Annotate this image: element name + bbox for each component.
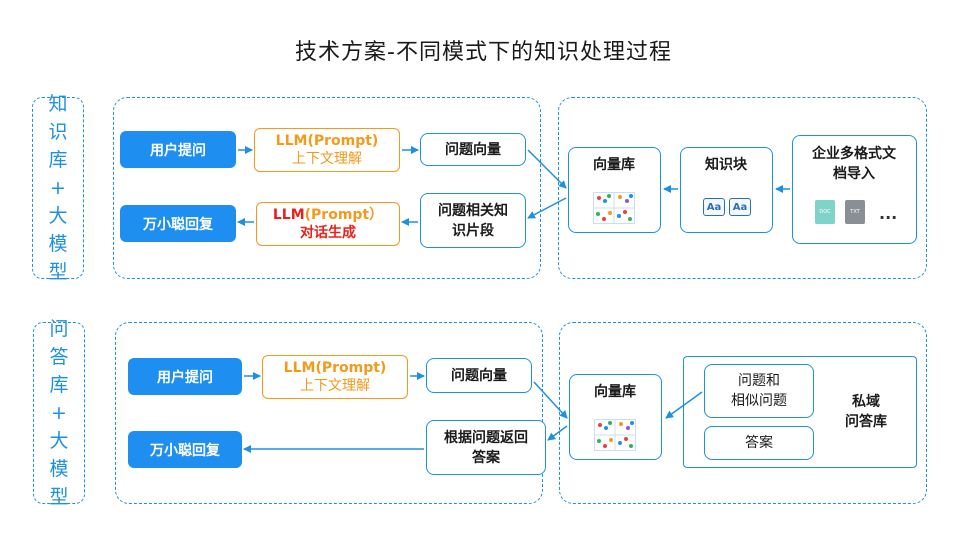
side-char: + (50, 177, 66, 199)
private-qa-line2: 问答库 (845, 414, 887, 430)
side-char: 问 (49, 318, 69, 340)
answers-box: 答案 (704, 426, 814, 460)
llm-prompt-word: (Prompt） (304, 207, 384, 223)
page-title: 技术方案-不同模式下的知识处理过程 (295, 40, 672, 65)
answer-box: 万小聪回复 (120, 205, 236, 242)
side-label-qa-base: 问 答 库 + 大 模 型 (33, 318, 85, 508)
llm-subtitle: 上下文理解 (292, 151, 362, 167)
private-qa-line1: 私域 (852, 394, 880, 410)
knowledge-block-label: 知识块 (705, 157, 747, 173)
llm-context-box: LLM(Prompt) 上下文理解 (262, 355, 408, 399)
private-qa-label: 私域 问答库 (826, 392, 906, 432)
llm-subtitle: 上下文理解 (300, 378, 370, 394)
side-label-knowledge-base: 知 识 库 + 大 模 型 (32, 93, 84, 283)
return-answer-box: 根据问题返回 答案 (426, 420, 546, 475)
text-block-icon: Aa (729, 198, 751, 216)
text-block-icon: Aa (703, 198, 725, 216)
vector-scatter-icon (593, 192, 635, 224)
similar-questions-line2: 相似问题 (731, 393, 787, 409)
llm-title: LLM(Prompt） (273, 206, 383, 224)
llm-generation-box: LLM(Prompt） 对话生成 (256, 202, 400, 246)
answers-label: 答案 (745, 435, 773, 451)
vector-db-label: 向量库 (594, 384, 636, 400)
side-char: 识 (48, 121, 68, 143)
side-char: 大 (49, 430, 69, 452)
vector-db-box: 向量库 (568, 147, 661, 233)
txt-file-icon: TXT (845, 200, 865, 224)
side-char: 知 (48, 93, 68, 115)
process-panel-1 (113, 97, 541, 279)
side-char: 库 (48, 149, 68, 171)
enterprise-docs-box: 企业多格式文 档导入 DOC TXT ... (792, 135, 917, 244)
return-answer-line2: 答案 (472, 449, 500, 466)
knowledge-block-box: 知识块 Aa Aa (680, 147, 773, 233)
side-char: 型 (49, 486, 69, 508)
side-char: 库 (49, 374, 69, 396)
llm-title: LLM(Prompt) (283, 360, 387, 376)
user-question-box: 用户提问 (120, 131, 236, 168)
similar-questions-line1: 问题和 (738, 373, 780, 389)
arrow-db-to-fragments (527, 197, 567, 219)
side-char: 答 (49, 346, 69, 368)
question-vector-box: 问题向量 (420, 133, 526, 166)
enterprise-docs-label: 企业多格式文 档导入 (793, 144, 915, 184)
related-fragments-box: 问题相关知 识片段 (420, 193, 526, 248)
side-char: + (51, 402, 67, 424)
answer-box: 万小聪回复 (128, 431, 242, 468)
enterprise-docs-line2: 档导入 (833, 166, 875, 182)
side-char: 型 (48, 261, 68, 283)
user-question-box: 用户提问 (128, 358, 242, 395)
enterprise-docs-line1: 企业多格式文 (812, 146, 896, 162)
more-formats-ellipsis: ... (879, 204, 898, 223)
side-char: 模 (49, 458, 69, 480)
arrow-vector-to-db (533, 381, 568, 419)
question-vector-box: 问题向量 (426, 358, 532, 393)
llm-context-box: LLM(Prompt) 上下文理解 (254, 128, 400, 172)
arrow-vector-to-db (527, 149, 567, 189)
llm-subtitle: 对话生成 (300, 225, 356, 241)
llm-title: LLM(Prompt) (275, 133, 379, 149)
private-qa-container (683, 356, 917, 468)
llm-word: LLM (272, 207, 305, 223)
question-vector-label: 问题向量 (451, 367, 507, 384)
doc-file-icon: DOC (815, 200, 835, 224)
question-vector-label: 问题向量 (445, 141, 501, 158)
process-panel-2 (115, 322, 543, 504)
vector-db-box: 向量库 (569, 374, 662, 460)
vector-scatter-icon (594, 419, 636, 451)
vector-db-label: 向量库 (593, 157, 635, 173)
arrow-db-to-answer (547, 425, 568, 441)
similar-questions-box: 问题和 相似问题 (704, 364, 814, 418)
related-fragments-line1: 问题相关知 (438, 202, 508, 219)
side-char: 模 (48, 233, 68, 255)
return-answer-line1: 根据问题返回 (444, 429, 528, 446)
related-fragments-line2: 识片段 (452, 222, 494, 239)
arrow-qa-to-db (665, 391, 703, 419)
side-char: 大 (48, 205, 68, 227)
